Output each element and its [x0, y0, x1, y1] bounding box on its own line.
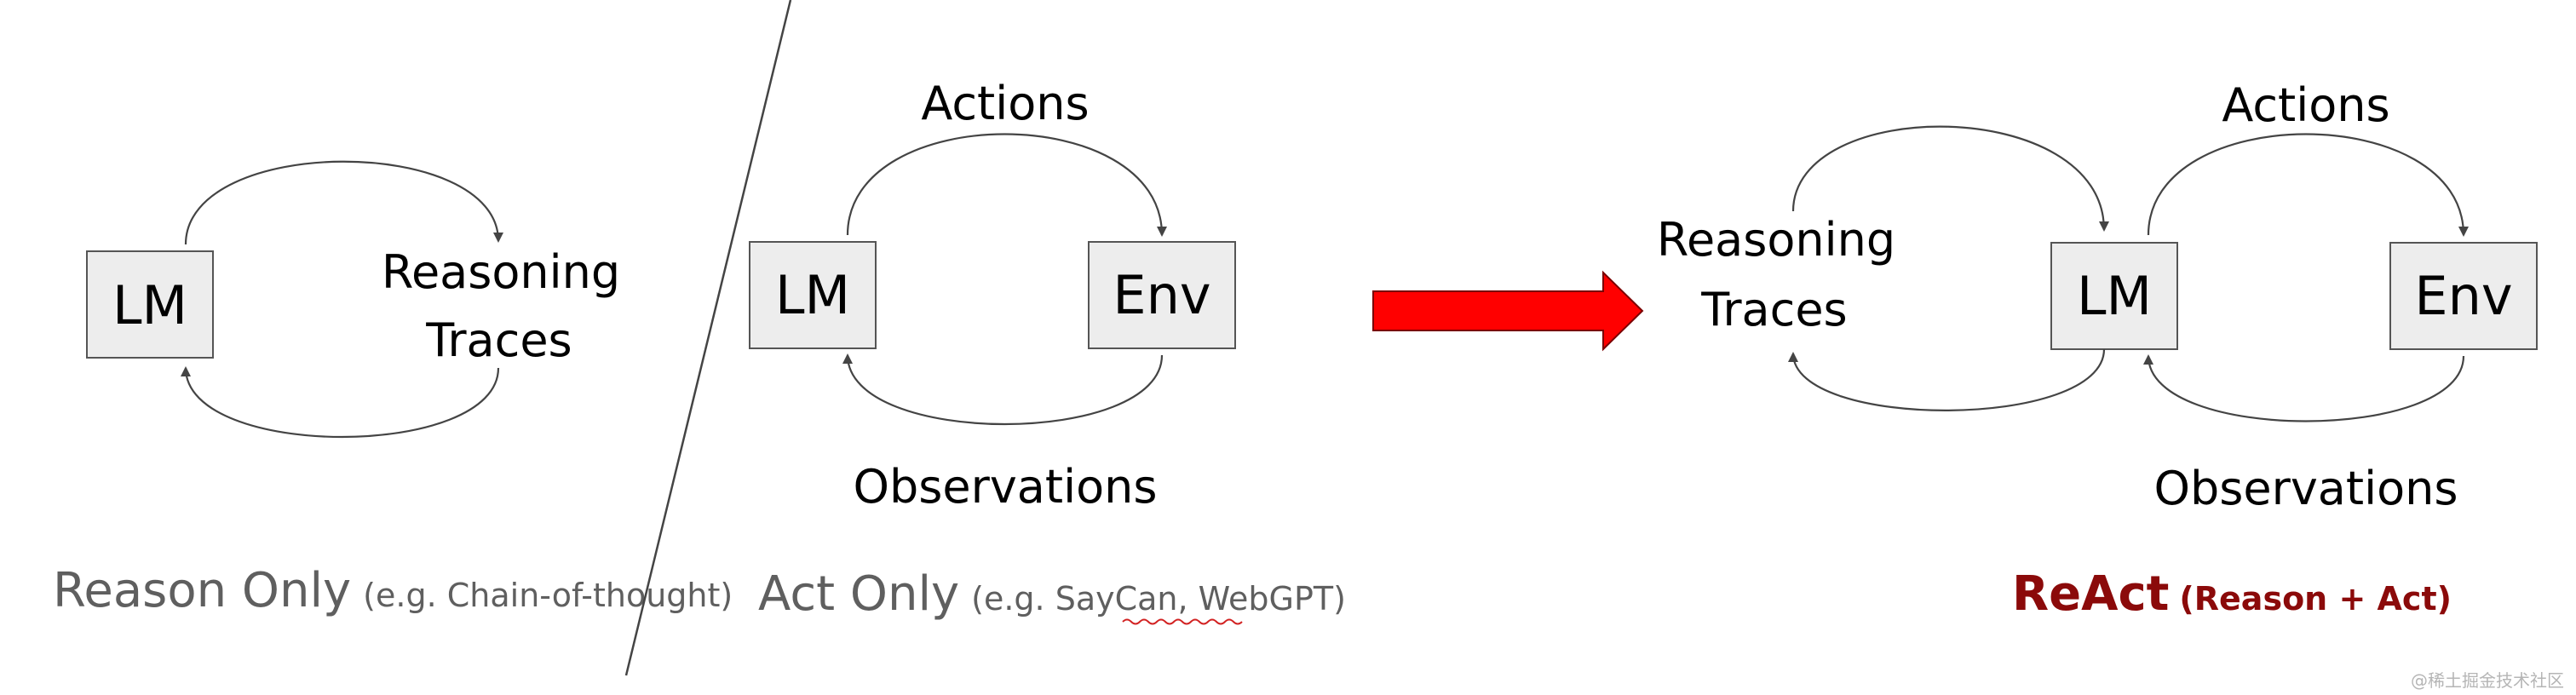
- reasoning-traces-line1: Reasoning: [382, 245, 620, 299]
- spellcheck-squiggle: [1122, 618, 1243, 625]
- caption-react: ReAct (Reason + Act): [2012, 566, 2452, 622]
- caption-sub-suffix: ): [1333, 580, 1346, 617]
- arrow-observations: [2143, 354, 2465, 422]
- caption-sub-prefix: (e.g. SayCan,: [971, 580, 1199, 617]
- reasoning-traces-line2: Traces: [425, 313, 572, 367]
- lm-label: LM: [775, 264, 850, 326]
- caption-act-only: Act Only (e.g. SayCan, WebGPT): [758, 566, 1346, 622]
- arrow-traces-to-lm: [181, 366, 500, 438]
- arrow-traces-to-lm: [1791, 125, 2109, 232]
- panel-react: Reasoning Traces LM Env Actions Observat…: [1657, 78, 2538, 622]
- caption-reason-only: Reason Only (e.g. Chain-of-thought): [53, 563, 733, 618]
- lm-label: LM: [112, 274, 187, 336]
- caption-main: Reason Only: [53, 563, 351, 618]
- arrow-observations: [842, 353, 1164, 425]
- env-label: Env: [2414, 265, 2512, 327]
- lm-box: LM: [86, 250, 214, 359]
- panel-reason-only: LM Reasoning Traces Reason Only (e.g. Cha…: [53, 160, 733, 618]
- arrow-actions: [2147, 133, 2469, 237]
- lm-box: LM: [749, 241, 877, 349]
- caption-main: Act Only: [758, 566, 959, 622]
- env-label: Env: [1113, 264, 1210, 326]
- caption-main: ReAct: [2012, 566, 2169, 622]
- caption-sub: (Reason + Act): [2179, 580, 2452, 617]
- actions-label: Actions: [921, 77, 1089, 130]
- reasoning-traces-line2: Traces: [1700, 283, 1847, 336]
- lm-box: LM: [2050, 242, 2178, 350]
- lm-label: LM: [2077, 265, 2152, 327]
- arrow-lm-to-traces: [1788, 348, 2106, 411]
- caption-sub-webgpt: WebGPT: [1199, 580, 1334, 617]
- watermark-text: @稀土掘金技术社区: [2411, 670, 2564, 691]
- arrow-lm-to-traces: [184, 160, 503, 245]
- panel-act-only: LM Env Actions Observations Act Only (e.g…: [749, 77, 1346, 625]
- env-box: Env: [1088, 241, 1236, 349]
- right-arrow-icon: [1372, 270, 1644, 352]
- caption-sub: (e.g. Chain-of-thought): [363, 577, 733, 614]
- actions-label: Actions: [2222, 78, 2389, 132]
- env-box: Env: [2389, 242, 2538, 350]
- observations-label: Observations: [854, 460, 1158, 514]
- reasoning-traces-line1: Reasoning: [1657, 213, 1895, 267]
- arrow-actions: [846, 133, 1167, 237]
- observations-label: Observations: [2154, 462, 2458, 515]
- panel-divider: [624, 0, 792, 676]
